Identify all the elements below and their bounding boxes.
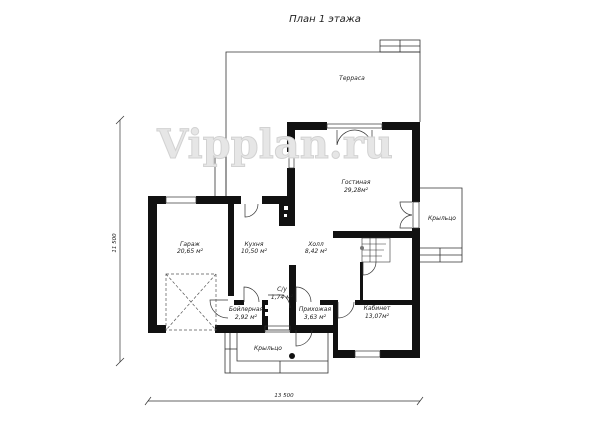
right-porch — [420, 187, 463, 263]
room-area: 3,63 м² — [304, 314, 327, 321]
room-area: 29,28м² — [344, 187, 369, 194]
height-dimension: 11 500 — [112, 233, 118, 253]
room-name: Терраса — [339, 75, 365, 82]
walls — [148, 122, 420, 358]
terrace-outline — [214, 39, 421, 200]
room-name: Кабинет — [364, 305, 391, 312]
room-area: 8,42 м² — [305, 248, 328, 255]
room-name: Кухня — [245, 241, 264, 248]
room-area: 20,65 м² — [177, 248, 204, 255]
room-area: 1,74 м² — [271, 294, 294, 301]
room-name: Гостиная — [342, 179, 371, 186]
room-name: С/у — [277, 286, 287, 293]
plan-title: План 1 этажа — [289, 14, 361, 25]
room-area: 2,92 м² — [235, 314, 258, 321]
dimension-lines — [115, 115, 424, 406]
room-name: Гараж — [180, 241, 201, 248]
room-name: Прихожая — [299, 306, 332, 313]
garage-pit — [165, 273, 217, 331]
stair-post-icon — [360, 246, 364, 250]
stairs — [361, 237, 391, 263]
chimney — [265, 206, 288, 316]
width-dimension: 13 500 — [274, 393, 294, 399]
front-porch — [224, 329, 329, 374]
doors — [165, 123, 420, 358]
room-area: 13,07м² — [365, 313, 390, 320]
room-labels: Терраса Гостиная 29,28м² Крыльцо Гараж 2… — [177, 75, 456, 352]
room-name: Холл — [307, 241, 324, 248]
room-name: Крыльцо — [254, 345, 282, 352]
room-name: Бойлерная — [229, 306, 264, 313]
room-area: 10,50 м² — [241, 248, 268, 255]
lamp-icon — [289, 353, 295, 359]
room-name: Крыльцо — [428, 215, 456, 222]
watermark: Vipplan.ru — [156, 121, 393, 168]
